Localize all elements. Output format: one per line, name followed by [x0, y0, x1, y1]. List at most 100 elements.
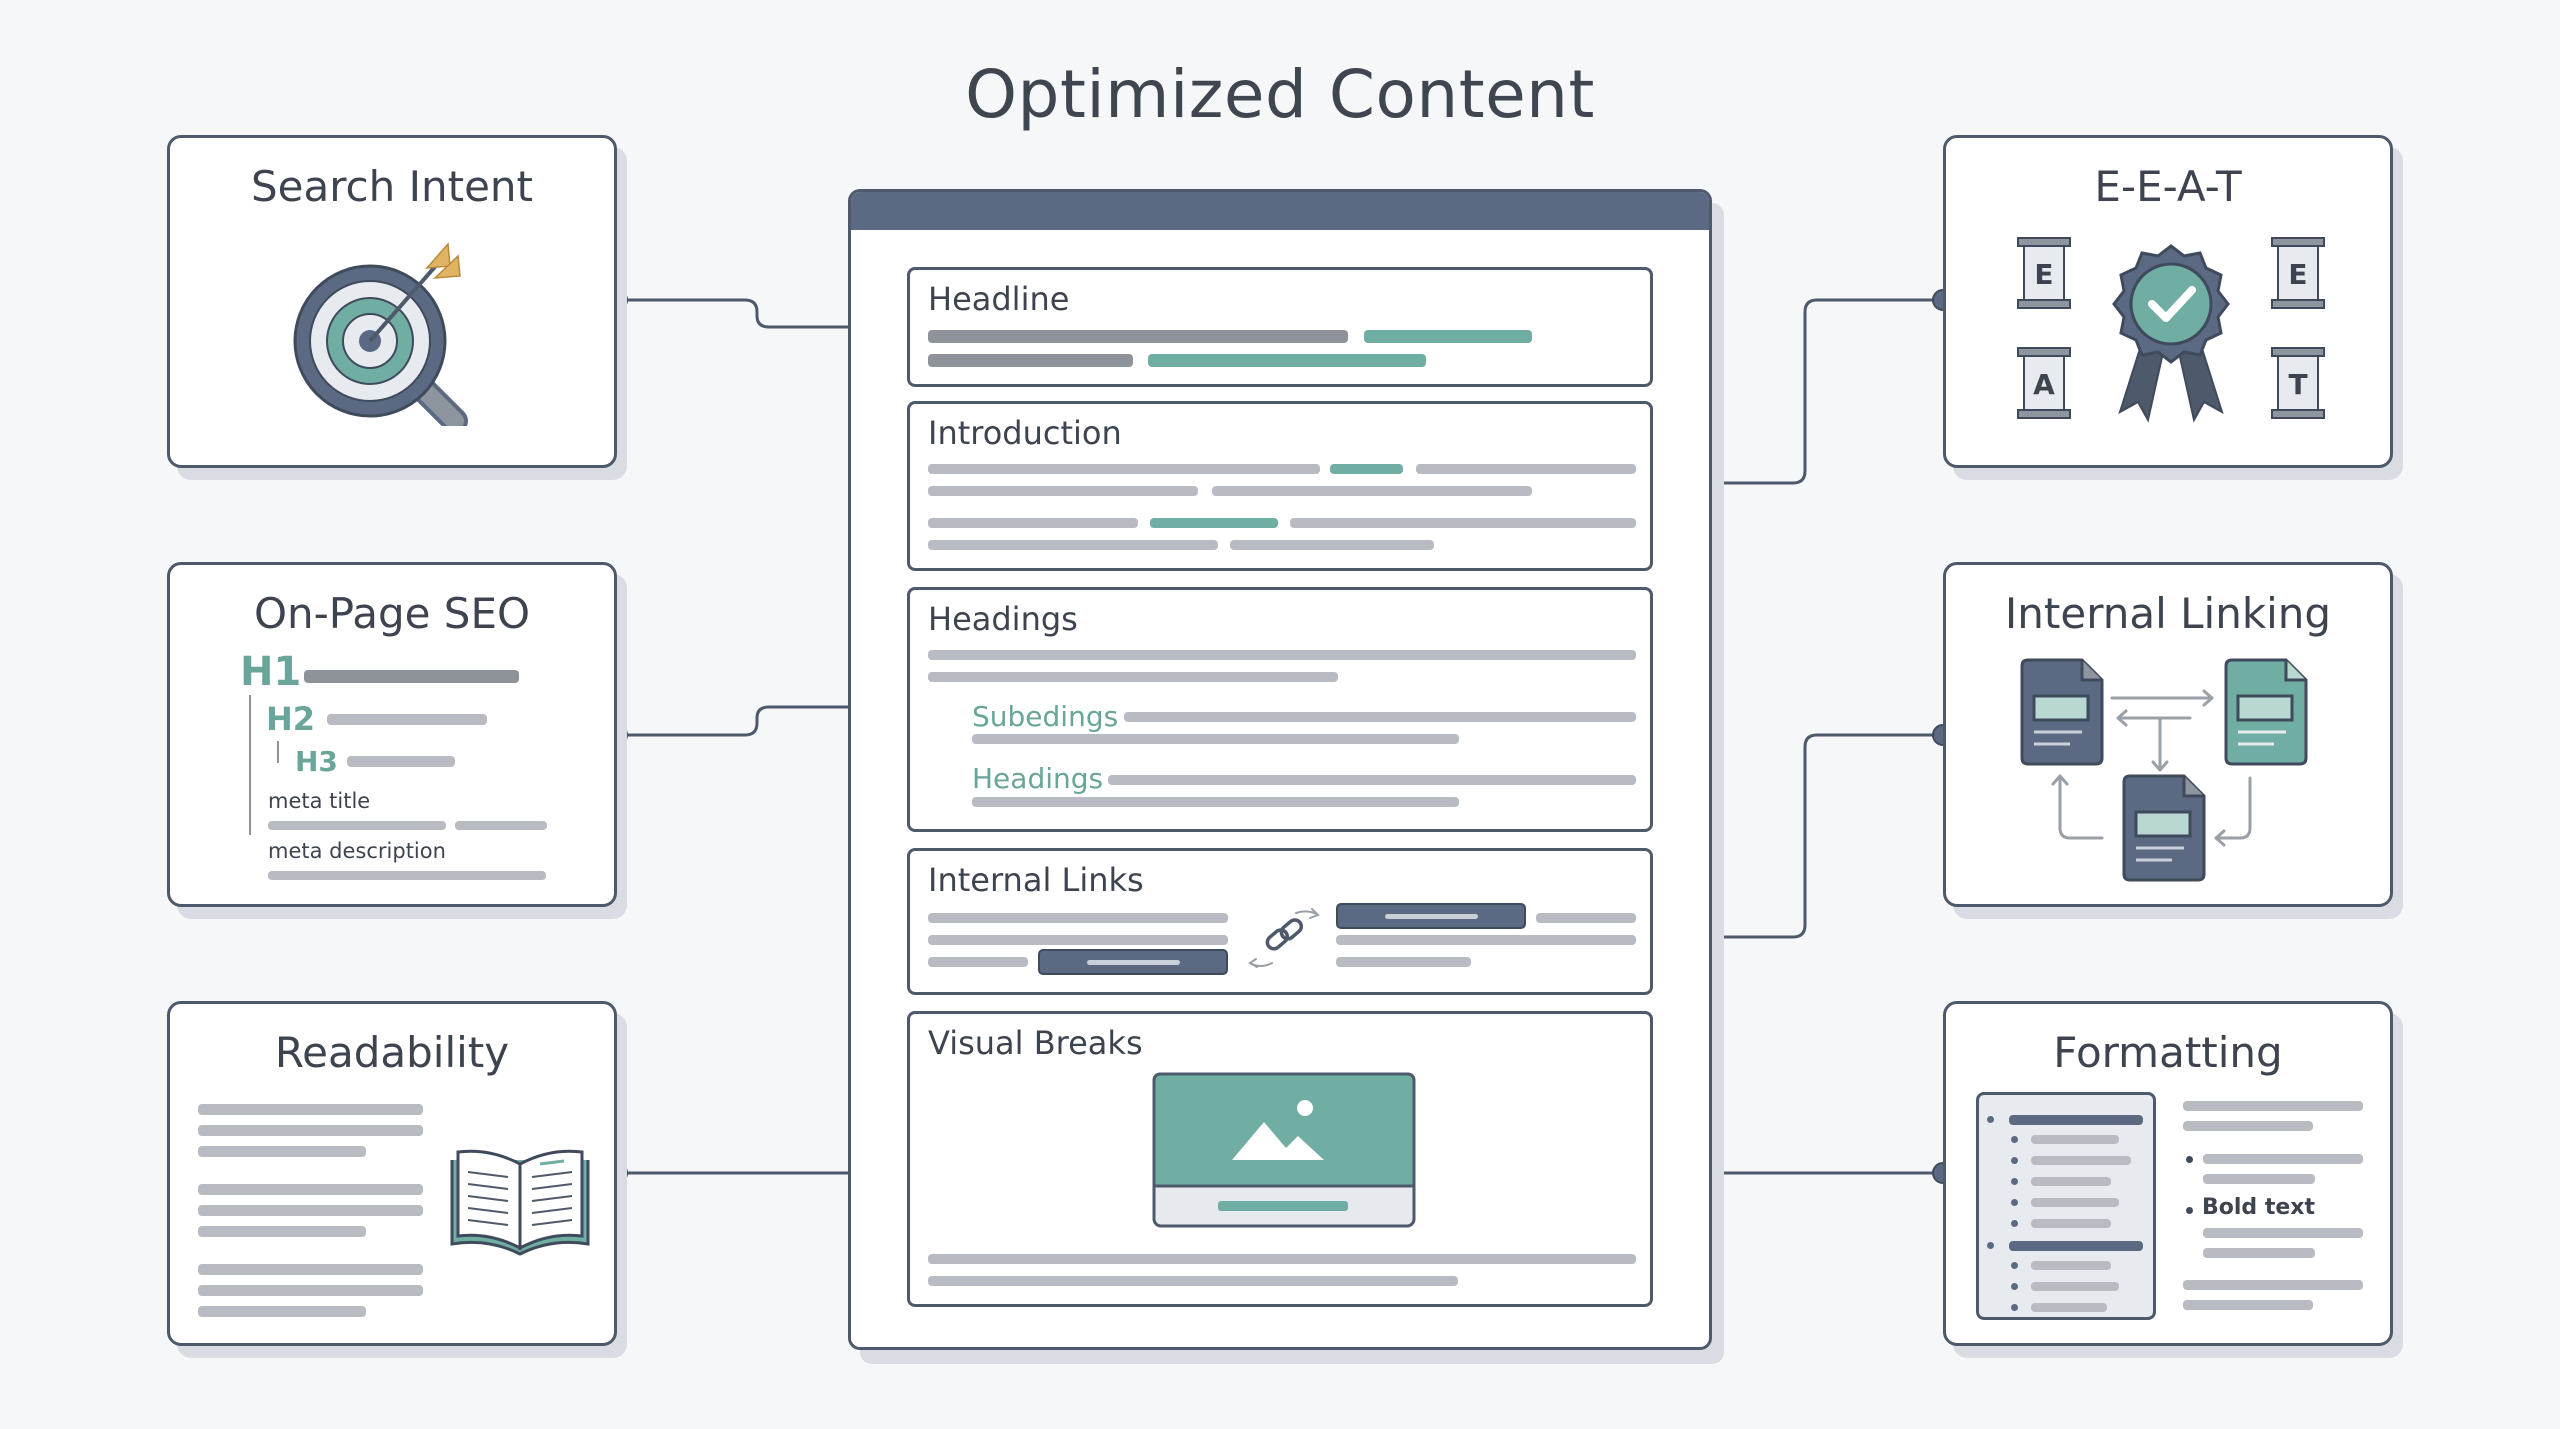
text-line: [928, 935, 1228, 945]
open-book-icon: [450, 1149, 590, 1256]
text-line: [198, 1306, 366, 1317]
text-line: [972, 797, 1459, 807]
image-placeholder-icon: [1152, 1072, 1416, 1228]
headline-accent-bar: [1148, 354, 1426, 367]
list-item-bar: [2031, 1177, 2111, 1186]
card-title-readability: Readability: [274, 1028, 510, 1077]
section-title-visual-breaks: Visual Breaks: [928, 1024, 1143, 1062]
connector-eeat: [1682, 298, 1943, 485]
text-line: [198, 1104, 423, 1115]
list-item-bar: [2031, 1198, 2119, 1207]
list-item-bar: [2031, 1156, 2131, 1165]
text-accent: [1150, 518, 1278, 528]
h1-bar: [304, 670, 519, 683]
section-title-internal-links: Internal Links: [928, 861, 1144, 899]
link-pill[interactable]: [1038, 949, 1228, 975]
section-title-headings: Headings: [928, 600, 1078, 638]
connector-search-intent: [617, 298, 878, 329]
optimized-content-document: Headline Introduction Headings Subedings…: [848, 189, 1712, 1350]
card-readability: Readability: [167, 1001, 617, 1346]
text-line: [2183, 1300, 2313, 1310]
meta-title-label: meta title: [268, 789, 371, 813]
card-search-intent: Search Intent: [167, 135, 617, 468]
document-header-bar: [851, 192, 1709, 230]
tree-line: [277, 741, 279, 763]
text-line: [1290, 518, 1636, 528]
text-line: [198, 1184, 423, 1195]
h3-bar: [347, 756, 455, 767]
card-eeat: E-E-A-T E A E T: [1943, 135, 2393, 468]
headline-bar: [928, 330, 1348, 343]
text-line: [928, 1254, 1636, 1264]
pillar-letter-e1: E: [2034, 258, 2054, 291]
list-item-bar: [2031, 1303, 2107, 1312]
list-bullet: [2186, 1207, 2193, 1214]
list-item-bar: [2031, 1282, 2119, 1291]
list-item-bar: [2031, 1261, 2111, 1270]
text-line: [2203, 1248, 2315, 1258]
text-line: [1336, 957, 1471, 967]
pillar-letter-e2: E: [2288, 258, 2308, 291]
text-line: [198, 1285, 423, 1296]
list-bullet: [2011, 1304, 2018, 1311]
text-line: [198, 1226, 366, 1237]
text-line: [928, 672, 1338, 682]
text-line: [1416, 464, 1636, 474]
h1-label: H1: [240, 649, 302, 695]
text-accent: [1330, 464, 1403, 474]
section-headings: Headings Subedings Headings: [907, 587, 1653, 832]
list-bullet: [2011, 1283, 2018, 1290]
list-bullet: [2011, 1262, 2018, 1269]
list-heading-bar: [2009, 1115, 2143, 1125]
linked-documents-icon: [2020, 658, 2308, 882]
card-title-eeat: E-E-A-T: [2094, 162, 2242, 211]
connector-on-page-seo: [617, 705, 878, 737]
text-line: [198, 1125, 423, 1136]
list-bullet: [2186, 1156, 2193, 1163]
card-internal-linking: Internal Linking: [1943, 562, 2393, 907]
pillar-letter-a: A: [2033, 368, 2055, 401]
card-formatting: Formatting Bold text: [1943, 1001, 2393, 1346]
formatted-list-panel: [1976, 1092, 2156, 1320]
list-bullet: [2011, 1199, 2018, 1206]
text-line: [1336, 935, 1636, 945]
text-line: [2203, 1154, 2363, 1164]
section-introduction: Introduction: [907, 401, 1653, 571]
text-line: [928, 540, 1218, 550]
tree-line: [249, 695, 251, 835]
text-line: [1108, 775, 1636, 785]
connector-internal-linking: [1682, 733, 1943, 939]
list-item-bar: [2031, 1135, 2119, 1144]
text-line: [2183, 1280, 2363, 1290]
card-title-formatting: Formatting: [2053, 1028, 2283, 1077]
section-headline: Headline: [907, 267, 1653, 387]
subheading-label: Headings: [972, 762, 1104, 795]
list-item-bar: [2031, 1219, 2111, 1228]
diagram-title: Optimized Content: [965, 56, 1595, 133]
headline-accent-bar: [1364, 330, 1532, 343]
target-icon: [293, 242, 468, 426]
section-title-introduction: Introduction: [928, 414, 1122, 452]
card-title-search-intent: Search Intent: [250, 162, 534, 211]
list-bullet: [2011, 1157, 2018, 1164]
list-heading-bar: [2009, 1241, 2143, 1251]
text-line: [1124, 712, 1636, 722]
list-bullet: [2011, 1178, 2018, 1185]
bold-text-label: Bold text: [2202, 1195, 2315, 1220]
list-bullet: [2011, 1220, 2018, 1227]
subheading-label: Subedings: [972, 700, 1119, 733]
text-line: [2183, 1121, 2313, 1131]
list-bullet: [1987, 1242, 1994, 1249]
h3-label: H3: [295, 745, 338, 778]
text-line: [198, 1146, 366, 1157]
text-line: [1536, 913, 1636, 923]
h2-label: H2: [266, 700, 316, 738]
card-title-on-page-seo: On-Page SEO: [253, 589, 531, 638]
link-pill[interactable]: [1336, 903, 1526, 929]
meta-title-bar: [268, 821, 446, 830]
chain-link-icon: [1248, 908, 1320, 968]
meta-description-bar: [268, 871, 546, 880]
text-line: [928, 464, 1320, 474]
text-line: [2203, 1228, 2363, 1238]
pillar-letter-t: T: [2288, 368, 2308, 401]
